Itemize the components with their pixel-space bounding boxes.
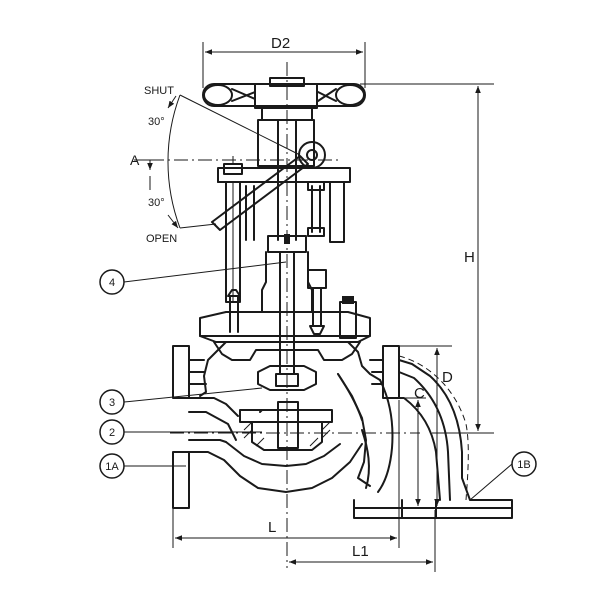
- valve-body: [172, 341, 513, 519]
- callout-1a-label: 1A: [105, 461, 119, 473]
- callout-4: 4: [99, 269, 125, 295]
- callout-4-label: 4: [109, 277, 115, 289]
- label-shut: SHUT: [144, 85, 174, 97]
- label-d2: D2: [271, 35, 290, 52]
- handwheel: [202, 77, 366, 121]
- label-h: H: [464, 249, 475, 266]
- label-angle-bottom: 30°: [148, 197, 165, 209]
- label-open: OPEN: [146, 233, 177, 245]
- label-c: C: [414, 385, 425, 402]
- callout-1b-label: 1B: [517, 459, 530, 471]
- bonnet: [199, 251, 371, 361]
- leader-lines: [123, 261, 513, 501]
- dimensions: [134, 42, 494, 572]
- label-l1: L1: [352, 543, 369, 560]
- text-labels: D2 H D C L L1 A SHUT OPEN 30° 30°: [130, 35, 475, 560]
- center-lines: [150, 62, 420, 568]
- callout-2: 2: [99, 419, 125, 445]
- callout-3: 3: [99, 389, 125, 415]
- stem: [257, 251, 317, 391]
- label-a: A: [130, 152, 140, 168]
- label-l: L: [268, 519, 276, 536]
- callout-2-label: 2: [109, 427, 115, 439]
- callout-1b: 1B: [511, 451, 537, 477]
- label-angle-top: 30°: [148, 116, 165, 128]
- callout-1a: 1A: [99, 453, 125, 479]
- callout-3-label: 3: [109, 397, 115, 409]
- label-d: D: [442, 369, 453, 386]
